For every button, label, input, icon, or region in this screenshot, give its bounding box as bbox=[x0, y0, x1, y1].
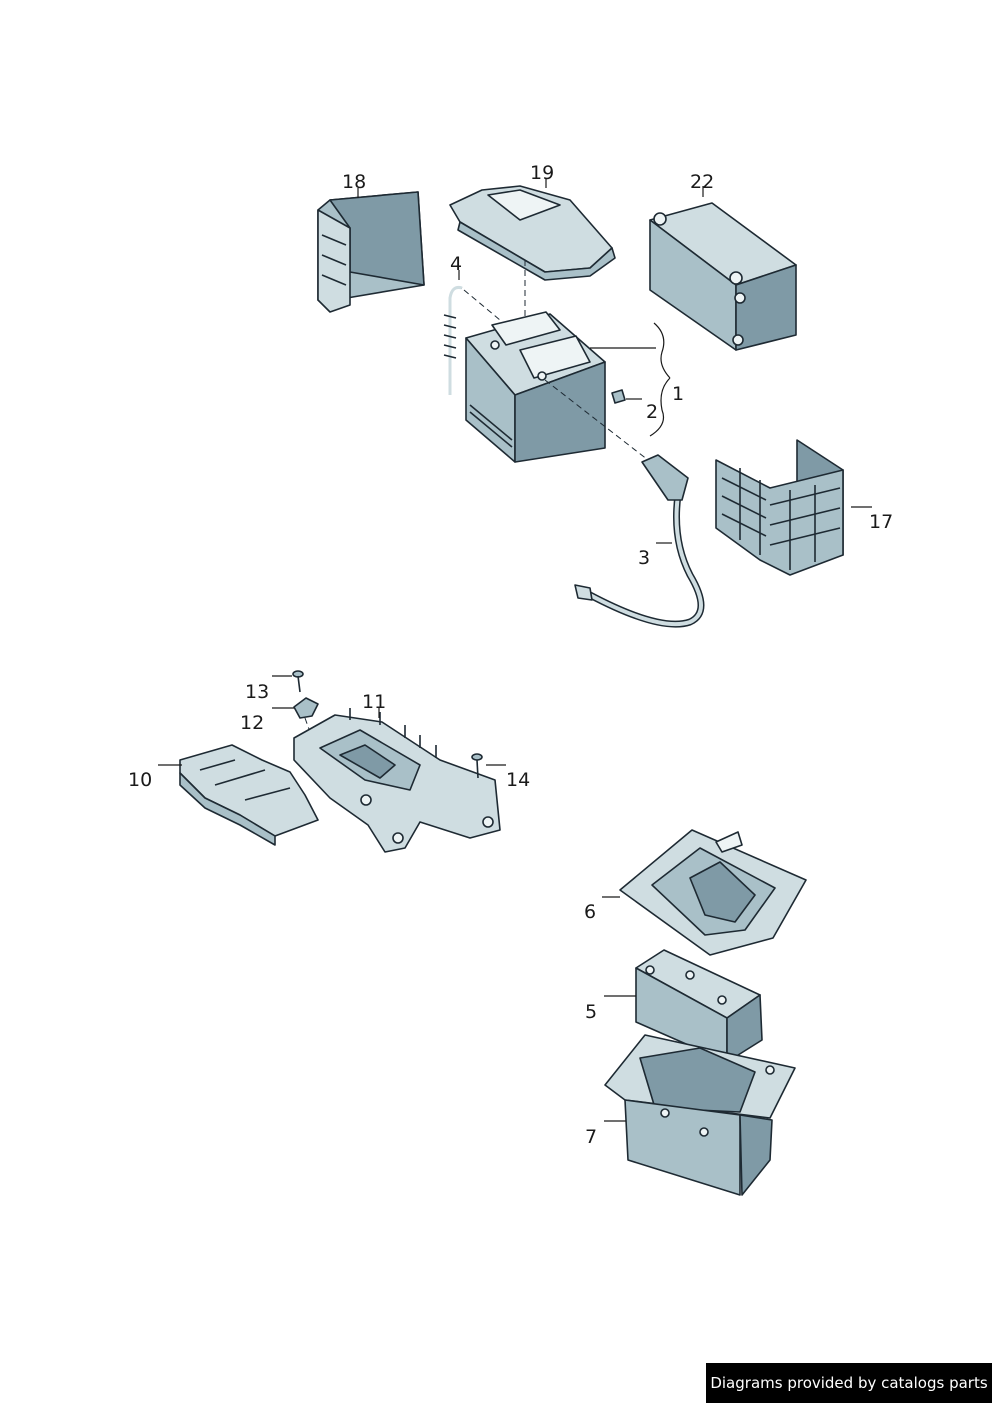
part-14-bolt bbox=[471, 753, 483, 779]
part-18-side-shield bbox=[317, 191, 425, 313]
callout-7: 7 bbox=[585, 1126, 597, 1148]
callout-17: 17 bbox=[869, 511, 893, 533]
part-6-cover bbox=[619, 829, 807, 956]
part-1-battery bbox=[465, 311, 606, 463]
callout-18: 18 bbox=[342, 171, 366, 193]
callout-22: 22 bbox=[690, 171, 714, 193]
callout-2: 2 bbox=[646, 401, 658, 423]
hose-guide-line bbox=[463, 289, 501, 321]
part-2-screw bbox=[611, 389, 626, 404]
part-22-battery-box bbox=[649, 202, 797, 351]
callout-4: 4 bbox=[450, 253, 462, 275]
cable-guide-line bbox=[544, 379, 649, 461]
credit-banner: Diagrams provided by catalogs parts bbox=[706, 1363, 992, 1403]
callout-6: 6 bbox=[584, 901, 596, 923]
part-10-tray-insert bbox=[179, 744, 319, 846]
part-7-housing bbox=[604, 1034, 796, 1196]
callout-1: 1 bbox=[672, 383, 684, 405]
leader-lines bbox=[158, 178, 872, 1122]
callout-12: 12 bbox=[240, 712, 264, 734]
part-5-battery bbox=[635, 949, 763, 1063]
part-17-side-shield bbox=[715, 439, 844, 576]
part-4-vent-hose bbox=[443, 286, 463, 395]
part-19-top-cover bbox=[449, 185, 616, 281]
part-11-battery-tray bbox=[293, 708, 501, 853]
callout-19: 19 bbox=[530, 162, 554, 184]
part-12-clamp bbox=[293, 697, 319, 719]
callout-14: 14 bbox=[506, 769, 530, 791]
callout-10: 10 bbox=[128, 769, 152, 791]
callout-3: 3 bbox=[638, 547, 650, 569]
part-3-ground-cable bbox=[574, 454, 705, 628]
part-13-bolt bbox=[292, 670, 304, 693]
callout-13: 13 bbox=[245, 681, 269, 703]
callout-11: 11 bbox=[362, 691, 386, 713]
callout-5: 5 bbox=[585, 1001, 597, 1023]
